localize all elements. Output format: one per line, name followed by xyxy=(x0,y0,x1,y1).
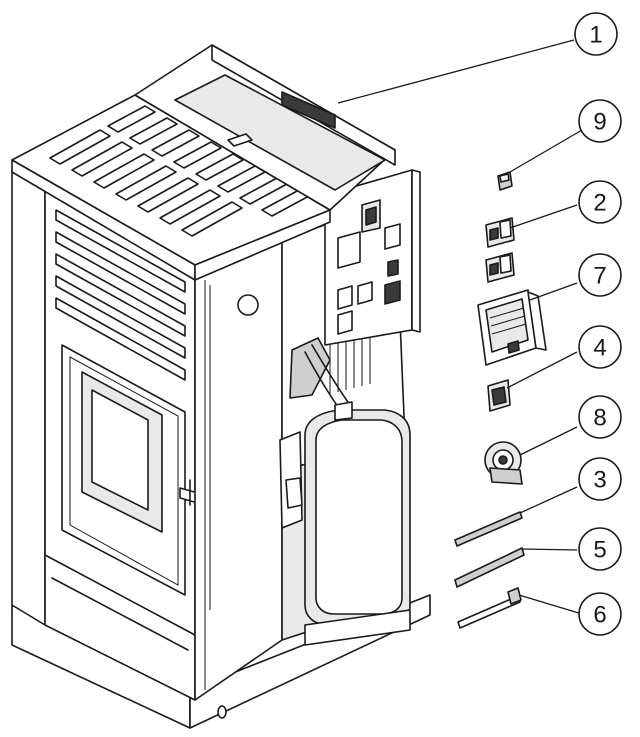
stove-body xyxy=(11,44,431,729)
callout-3: 3 xyxy=(578,457,622,501)
callout-9: 9 xyxy=(578,99,622,143)
probe-rod-icon xyxy=(454,511,523,547)
callout-4: 4 xyxy=(578,325,622,369)
stove-left-side xyxy=(11,169,46,626)
callout-1: 1 xyxy=(574,12,618,56)
callout-label-5: 5 xyxy=(593,537,606,564)
callout-label-9: 9 xyxy=(593,109,606,136)
expansion-tank xyxy=(304,401,411,646)
spare-parts xyxy=(454,171,547,629)
callout-5: 5 xyxy=(578,527,622,571)
control-board-icon xyxy=(477,289,547,366)
interior-pipework xyxy=(279,320,371,529)
callout-label-7: 7 xyxy=(593,263,606,290)
small-sensor-icon xyxy=(497,171,513,191)
top-grille-slots xyxy=(49,105,310,237)
heating-rod-icon xyxy=(454,547,525,588)
leader-lines xyxy=(337,39,583,615)
door-glass xyxy=(91,389,149,511)
callout-8: 8 xyxy=(578,395,622,439)
callout-label-3: 3 xyxy=(593,467,606,494)
callout-label-2: 2 xyxy=(593,190,606,217)
callout-label-1: 1 xyxy=(589,22,602,49)
callout-label-8: 8 xyxy=(593,405,606,432)
callout-label-4: 4 xyxy=(593,335,606,362)
control-display-icon xyxy=(281,91,336,129)
fan-motor-icon xyxy=(484,441,523,485)
callout-2: 2 xyxy=(578,180,622,224)
front-vent-slats xyxy=(55,209,186,381)
relay-pair-icon xyxy=(485,217,515,283)
callout-7: 7 xyxy=(578,253,622,297)
switch-icon xyxy=(487,379,511,412)
callout-label-6: 6 xyxy=(593,602,606,629)
thermocouple-icon xyxy=(457,587,522,629)
callout-6: 6 xyxy=(578,592,622,636)
